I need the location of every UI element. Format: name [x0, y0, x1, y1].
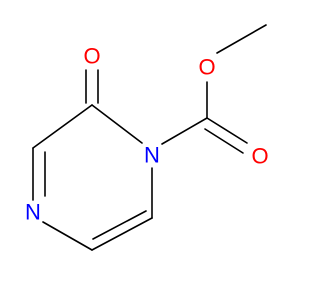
- bond-oester-methyl: [216, 24, 267, 54]
- atom-nitrogen-amide: N: [144, 143, 160, 168]
- bond-n4-c5: [42, 221, 93, 251]
- atom-labels: O O O N N: [25, 44, 269, 225]
- atom-oxygen-ester: O: [198, 55, 215, 80]
- bond-n1-ccarbonyl: [161, 117, 208, 145]
- bond-c5-c6-inner: [92, 210, 147, 240]
- bond-c2-c3: [32, 104, 93, 149]
- bond-c5-c6: [91, 217, 153, 251]
- atom-oxygen-carbonyl: O: [251, 144, 268, 169]
- bonds: [32, 24, 267, 251]
- atom-oxygen-ketone: O: [83, 44, 100, 69]
- atom-nitrogen-ring: N: [25, 200, 41, 225]
- bond-n1-c2: [91, 104, 143, 144]
- bond-carbonyl-double-1: [206, 117, 248, 144]
- bond-carbonyl-double-2: [204, 128, 244, 154]
- chemical-structure-diagram: O O O N N: [25, 24, 269, 251]
